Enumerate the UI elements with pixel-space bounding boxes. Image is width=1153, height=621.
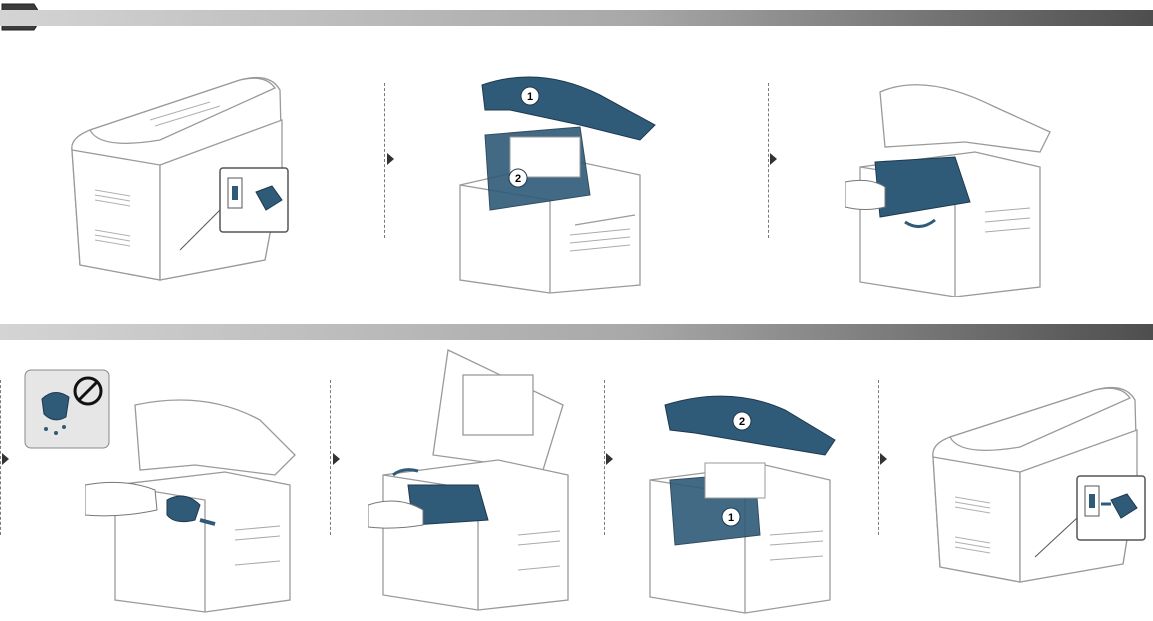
step-separator: [604, 380, 605, 535]
step-separator: [768, 83, 769, 238]
next-step-arrow-icon: [770, 153, 777, 165]
printer-shake-cartridge: [85, 399, 296, 613]
step-separator: [878, 380, 879, 535]
step-marker-1: 1: [728, 512, 734, 524]
next-step-arrow-icon: [880, 453, 887, 465]
step-marker-2: 2: [515, 173, 521, 185]
power-plug-icon: [1034, 475, 1146, 558]
step-separator: [330, 380, 331, 535]
printer-insert-cartridge: [368, 349, 569, 611]
printer-rear-unplugged: [71, 76, 289, 281]
next-step-arrow-icon: [387, 153, 394, 165]
top-section-bar: [0, 10, 1153, 26]
step-separator: [384, 83, 385, 238]
next-step-arrow-icon: [333, 453, 340, 465]
step-marker-2: 2: [739, 416, 745, 428]
middle-section-bar: [0, 324, 1153, 340]
next-step-arrow-icon: [606, 453, 613, 465]
printer-open-cover: 1 2: [459, 76, 656, 294]
printer-rear-plugged: [932, 386, 1146, 583]
next-step-arrow-icon: [2, 453, 9, 465]
printer-remove-cartridge: [845, 84, 1051, 297]
step-separator: [0, 380, 1, 535]
printer-close-cover: 2 1: [649, 395, 836, 614]
no-liquid-icon: [24, 369, 110, 449]
power-plug-icon: [179, 167, 289, 251]
step-marker-1: 1: [527, 91, 533, 103]
